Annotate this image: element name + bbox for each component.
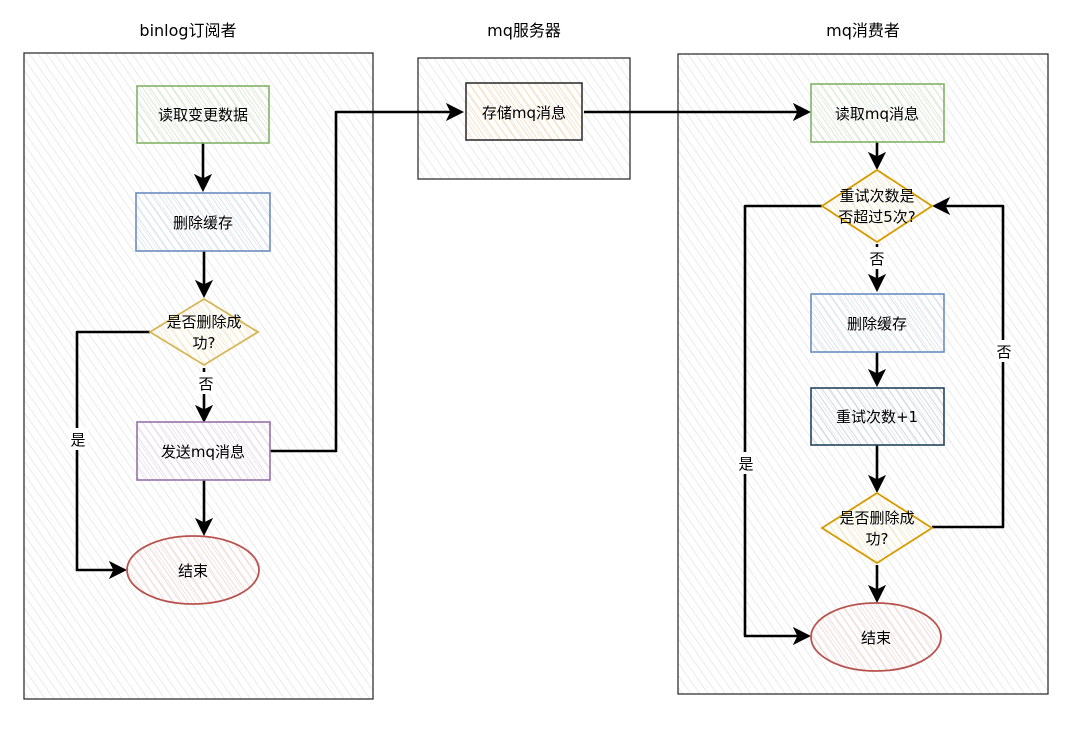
node-check-retry-line1: 重试次数是 bbox=[839, 187, 914, 205]
node-send-mq: 发送mq消息 bbox=[136, 421, 271, 481]
node-delete-cache-2-label: 删除缓存 bbox=[847, 315, 907, 333]
node-delete-cache-1-label: 删除缓存 bbox=[173, 214, 233, 232]
lane-title-server: mq服务器 bbox=[487, 21, 561, 40]
node-retry-inc: 重试次数+1 bbox=[810, 387, 945, 446]
edge-label-no-2: 否 bbox=[869, 250, 884, 268]
node-delete-cache-2: 删除缓存 bbox=[810, 293, 945, 353]
node-delete-cache-1: 删除缓存 bbox=[135, 192, 271, 252]
node-store-mq-label: 存储mq消息 bbox=[482, 104, 566, 122]
edge-label-bg bbox=[994, 340, 1014, 362]
lane-title-subscriber: binlog订阅者 bbox=[139, 21, 236, 40]
node-check-delete-1-line1: 是否删除成 bbox=[166, 313, 241, 331]
edge-label-no-1: 否 bbox=[198, 375, 213, 393]
node-check-delete-2-line1: 是否删除成 bbox=[839, 509, 914, 527]
node-check-delete-2-line2: 功? bbox=[866, 530, 889, 548]
node-check-retry: 重试次数是 否超过5次? bbox=[820, 168, 934, 244]
lane-title-consumer: mq消费者 bbox=[826, 21, 900, 40]
node-read-change: 读取变更数据 bbox=[136, 85, 270, 144]
edge-label-yes-1: 是 bbox=[70, 431, 85, 449]
node-end-1: 结束 bbox=[126, 535, 260, 605]
edge-check-no-to-retry bbox=[931, 196, 1005, 529]
lane-consumer: mq消费者 bbox=[677, 21, 1049, 695]
node-read-mq: 读取mq消息 bbox=[810, 83, 945, 143]
edge-check-yes-to-end bbox=[75, 330, 150, 580]
edge-label-bg bbox=[736, 452, 756, 474]
node-end-2-label: 结束 bbox=[861, 629, 891, 647]
node-retry-inc-label: 重试次数+1 bbox=[836, 408, 918, 426]
node-read-mq-label: 读取mq消息 bbox=[835, 105, 919, 123]
edge-label-no-3: 否 bbox=[996, 343, 1011, 361]
node-read-change-label: 读取变更数据 bbox=[158, 106, 248, 124]
edge-label-bg bbox=[196, 372, 216, 394]
node-check-delete-1-line2: 功? bbox=[193, 334, 216, 352]
node-check-delete-2: 是否删除成 功? bbox=[820, 491, 934, 565]
node-end-2: 结束 bbox=[810, 602, 942, 672]
edge-send-to-store bbox=[270, 102, 465, 453]
node-store-mq: 存储mq消息 bbox=[465, 82, 583, 141]
node-check-delete-1: 是否删除成 功? bbox=[148, 297, 260, 367]
node-end-1-label: 结束 bbox=[178, 562, 208, 580]
node-send-mq-label: 发送mq消息 bbox=[161, 443, 245, 461]
edge-retry-yes-to-end bbox=[743, 204, 822, 646]
edge-label-yes-2: 是 bbox=[738, 455, 753, 473]
edge-label-bg bbox=[867, 247, 887, 269]
node-check-retry-line2: 否超过5次? bbox=[838, 208, 916, 226]
edge-label-bg bbox=[68, 428, 88, 450]
